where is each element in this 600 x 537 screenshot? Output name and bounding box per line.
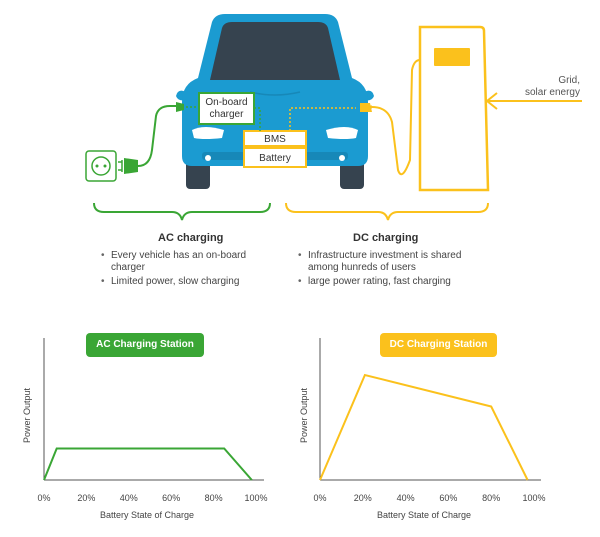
ac-x-tick-label: 20% — [77, 493, 96, 503]
dc-chart-title: DC Charging Station — [380, 333, 497, 357]
ac-x-tick-label: 100% — [244, 493, 268, 503]
onboard-charger-label-2: charger — [210, 109, 245, 120]
ac-x-tick-label: 40% — [119, 493, 138, 503]
dc-connector — [360, 103, 372, 112]
bms-label: BMS — [264, 134, 286, 145]
ac-brace — [93, 202, 271, 221]
bms-box — [243, 130, 307, 147]
right-foglight — [339, 155, 345, 161]
wall-socket — [85, 150, 117, 182]
dc-x-tick-label: 40% — [396, 493, 415, 503]
dc-x-tick-label: 20% — [353, 493, 372, 503]
left-headlight — [192, 127, 224, 139]
dc-power-curve — [319, 373, 529, 481]
dc-brace — [285, 202, 489, 221]
dc-bullet-1: Infrastructure investment is shared amon… — [298, 250, 488, 274]
ac-x-tick-label: 60% — [162, 493, 181, 503]
grid-solar-label: Grid, solar energy — [508, 75, 580, 99]
dc-x-axis-label: Battery State of Charge — [377, 510, 472, 520]
ac-bullet-2: Limited power, slow charging — [101, 276, 271, 288]
grid-label-line-2: solar energy — [524, 87, 580, 98]
grid-label-line-1: Grid, — [558, 75, 580, 86]
dc-chart-axes — [319, 338, 541, 481]
ac-plug-icon — [124, 158, 138, 174]
battery-label: Battery — [259, 153, 291, 164]
dc-bullet-2: large power rating, fast charging — [298, 276, 488, 288]
ac-chart-title: AC Charging Station — [86, 333, 204, 357]
ac-x-tick-label: 80% — [204, 493, 223, 503]
onboard-charger-label-1: On-board — [205, 97, 247, 108]
right-headlight — [326, 127, 358, 139]
dc-y-axis-label: Power Output — [299, 387, 309, 443]
dc-cable — [371, 59, 421, 176]
socket-ring — [91, 156, 111, 176]
dc-charging-station — [418, 25, 490, 192]
left-foglight — [205, 155, 211, 161]
windshield — [210, 22, 340, 80]
ac-plug-pins — [118, 160, 123, 172]
ac-bullet-1: Every vehicle has an on-board charger — [101, 250, 271, 274]
socket-hole-left — [95, 164, 99, 168]
grid-arrow-head-icon — [485, 92, 498, 110]
ac-internal-wire — [254, 107, 261, 131]
ac-connector — [176, 102, 184, 112]
ac-x-axis-label: Battery State of Charge — [100, 510, 195, 520]
socket-hole-right — [103, 164, 107, 168]
ac-charging-bullets: Every vehicle has an on-board charger Li… — [101, 250, 271, 290]
dc-charging-title: DC charging — [353, 232, 419, 244]
dc-x-tick-label: 100% — [522, 493, 546, 503]
dc-x-tick-label: 60% — [439, 493, 458, 503]
ac-charging-title: AC charging — [158, 232, 224, 244]
ac-power-curve — [43, 447, 253, 481]
ac-y-axis-label: Power Output — [22, 387, 32, 443]
ac-chart-axes — [43, 338, 264, 481]
ac-cable — [137, 105, 176, 167]
station-display — [434, 48, 470, 66]
dc-x-tick-label: 80% — [482, 493, 501, 503]
dc-charging-bullets: Infrastructure investment is shared amon… — [298, 250, 488, 290]
ac-x-tick-label: 0% — [37, 493, 51, 503]
battery-box — [243, 147, 307, 168]
dc-x-tick-label: 0% — [313, 493, 327, 503]
